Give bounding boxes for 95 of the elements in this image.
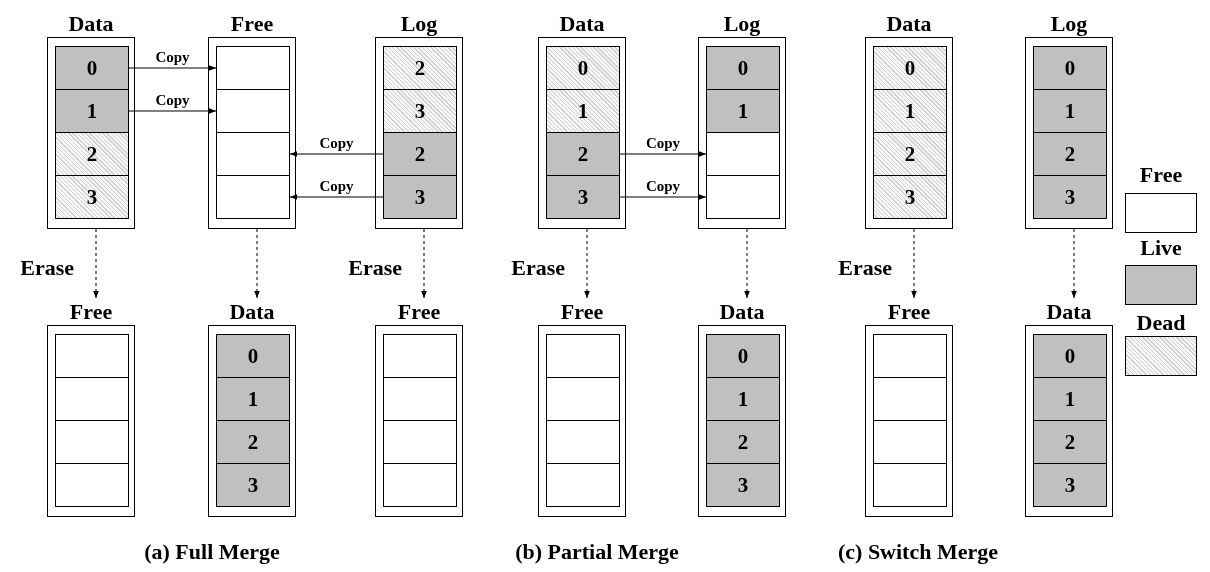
page-cell: 0 (706, 334, 780, 378)
page-cell (216, 175, 290, 219)
block-label: Free (396, 298, 442, 325)
page-cell: 3 (1033, 463, 1107, 507)
page-cell (383, 377, 457, 421)
arrow (421, 228, 427, 299)
page-cell: 3 (1033, 175, 1107, 219)
arrow (584, 228, 590, 299)
arrow (128, 65, 217, 71)
page-cell: 3 (216, 463, 290, 507)
page-cell (706, 132, 780, 176)
page-cell (873, 463, 947, 507)
page-cell: 3 (383, 175, 457, 219)
page-cell (55, 377, 129, 421)
page-cell: 3 (55, 175, 129, 219)
edge-label: Copy (319, 179, 354, 194)
block-label: Free (68, 298, 114, 325)
legend-label: Dead (1136, 310, 1186, 336)
block-label: Data (558, 10, 606, 37)
block-label: Free (886, 298, 932, 325)
arrow (1071, 228, 1077, 299)
arrow (128, 108, 217, 114)
arrow (289, 194, 384, 200)
caption: (a) Full Merge (144, 539, 280, 565)
page-cell: 0 (706, 46, 780, 90)
arrow (254, 228, 260, 299)
page-cell: 2 (1033, 420, 1107, 464)
page-cell: 1 (55, 89, 129, 133)
block-label: Log (399, 10, 439, 37)
arrow (93, 228, 99, 299)
page-cell: 2 (873, 132, 947, 176)
page-cell (546, 463, 620, 507)
edge-label: Copy (319, 136, 354, 151)
page-cell: 1 (1033, 89, 1107, 133)
page-cell: 3 (706, 463, 780, 507)
caption: (c) Switch Merge (837, 539, 998, 565)
page-cell: 1 (1033, 377, 1107, 421)
edge-label: Copy (155, 93, 190, 108)
block-label: Data (228, 298, 276, 325)
page-cell: 1 (216, 377, 290, 421)
page-cell: 2 (706, 420, 780, 464)
block-label: Log (1049, 10, 1089, 37)
page-cell: 3 (546, 175, 620, 219)
page-cell (55, 463, 129, 507)
page-cell (546, 334, 620, 378)
page-cell (383, 420, 457, 464)
caption: (b) Partial Merge (515, 539, 679, 565)
edge-label: Copy (645, 136, 681, 151)
legend-label: Live (1140, 235, 1182, 261)
page-cell: 0 (216, 334, 290, 378)
block-label: Free (559, 298, 605, 325)
page-cell (546, 420, 620, 464)
page-cell: 2 (55, 132, 129, 176)
block-label: Data (1045, 298, 1093, 325)
page-cell: 2 (383, 46, 457, 90)
page-cell: 0 (546, 46, 620, 90)
arrow (619, 194, 707, 200)
arrow (289, 151, 384, 157)
page-cell: 0 (55, 46, 129, 90)
block-label: Data (885, 10, 933, 37)
page-cell: 2 (546, 132, 620, 176)
arrow (911, 228, 917, 299)
page-cell (873, 377, 947, 421)
edge-label: Copy (155, 50, 190, 65)
page-cell: 1 (546, 89, 620, 133)
page-cell: 0 (1033, 46, 1107, 90)
page-cell: 3 (873, 175, 947, 219)
page-cell (383, 463, 457, 507)
page-cell (216, 132, 290, 176)
page-cell: 2 (1033, 132, 1107, 176)
arrow (744, 228, 750, 299)
page-cell (706, 175, 780, 219)
page-cell (383, 334, 457, 378)
edge-label: Copy (645, 179, 681, 194)
legend-label: Free (1139, 162, 1183, 188)
block-label: Free (229, 10, 275, 37)
page-cell (216, 89, 290, 133)
page-cell: 1 (706, 89, 780, 133)
page-cell (546, 377, 620, 421)
page-cell (216, 46, 290, 90)
page-cell: 3 (383, 89, 457, 133)
page-cell: 2 (383, 132, 457, 176)
page-cell: 0 (1033, 334, 1107, 378)
page-cell: 1 (873, 89, 947, 133)
page-cell (55, 420, 129, 464)
page-cell: 2 (216, 420, 290, 464)
page-cell: 0 (873, 46, 947, 90)
page-cell (873, 334, 947, 378)
block-label: Log (722, 10, 762, 37)
arrow (619, 151, 707, 157)
page-cell: 1 (706, 377, 780, 421)
block-label: Data (718, 298, 766, 325)
block-label: Data (67, 10, 115, 37)
page-cell (873, 420, 947, 464)
page-cell (55, 334, 129, 378)
